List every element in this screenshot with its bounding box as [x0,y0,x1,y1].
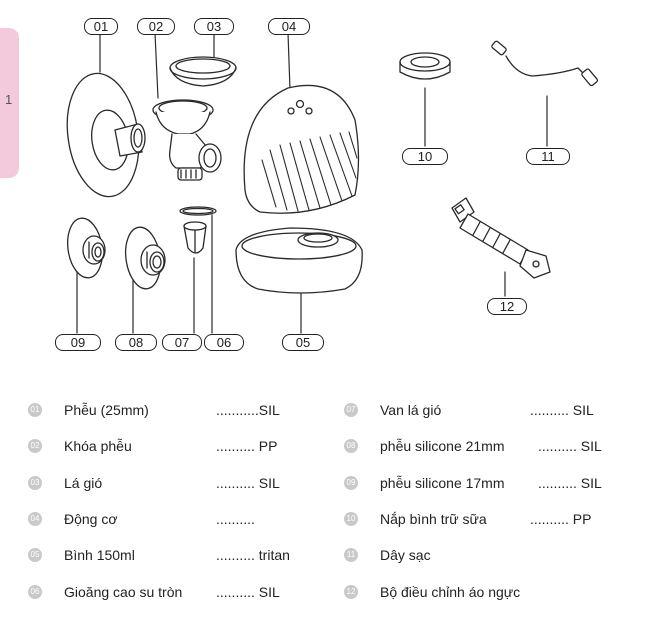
item-name: Gioăng cao su tròn [64,584,183,600]
part-12-bra-adjuster [451,197,551,279]
item-spec: .......... SIL [216,475,280,491]
item-name: Van lá gió [380,402,442,418]
callout-07: 07 [162,334,202,351]
part-04-motor [243,84,360,214]
callout-09: 09 [55,334,101,351]
item-spec: .......... SIL [530,402,594,418]
number-badge-icon: 12 [344,585,358,599]
legend-item: 02 Khóa phễu [28,435,132,457]
number-badge-icon: 06 [28,585,42,599]
part-11-charging-cable [491,40,599,87]
item-name: Lá gió [64,475,103,491]
part-07-valve [183,221,207,254]
item-spec: .......... SIL [538,475,602,491]
item-spec: .......... tritan [216,547,290,563]
item-name: Khóa phễu [64,438,132,454]
legend-item: 11 Dây sạc [344,544,431,566]
part-06-o-ring [179,206,217,216]
item-spec: .......... SIL [538,438,602,454]
number-badge-icon: 05 [28,548,42,562]
item-name: Dây sạc [380,547,431,563]
callout-05: 05 [282,334,324,351]
callout-02: 02 [137,18,175,35]
item-name: Bình 150ml [64,547,135,563]
item-spec: .......... PP [530,511,592,527]
item-name: phễu silicone 17mm [380,475,505,491]
page-section-number: 1 [5,92,13,107]
callout-08: 08 [115,334,157,351]
callout-12: 12 [487,298,527,315]
legend-item: 01 Phễu (25mm) [28,399,149,421]
item-spec: .......... PP [216,438,278,454]
number-badge-icon: 10 [344,512,358,526]
callout-03: 03 [194,18,234,35]
legend-item: 06 Gioăng cao su tròn [28,581,182,603]
item-name: Bộ điều chỉnh áo ngực [380,584,521,600]
part-01-funnel [66,72,146,198]
legend-item: 05 Bình 150ml [28,544,135,566]
part-10-storage-cap [399,52,451,80]
part-09-insert-17mm [67,217,106,279]
number-badge-icon: 07 [344,403,358,417]
part-03-diaphragm [169,56,237,87]
number-badge-icon: 08 [344,439,358,453]
parts-diagram [66,32,599,334]
item-name: Nắp bình trữ sữa [380,511,487,527]
legend-item: 12 Bộ điều chỉnh áo ngực [344,581,520,603]
callout-10: 10 [402,148,448,165]
number-badge-icon: 04 [28,512,42,526]
legend-item: 04 Động cơ [28,508,118,530]
part-02-connector [152,99,222,181]
callout-leaders [76,32,548,334]
legend-item: 03 Lá gió [28,472,102,494]
number-badge-icon: 09 [344,476,358,490]
page-section-tab: 1 [0,28,19,178]
item-name: phễu silicone 21mm [380,438,505,454]
callout-01: 01 [84,18,118,35]
legend-item: 10 Nắp bình trữ sữa [344,508,487,530]
item-spec: .......... SIL [216,584,280,600]
part-05-bottle [235,227,363,294]
legend-item: 09 phễu silicone 17mm [344,472,505,494]
number-badge-icon: 03 [28,476,42,490]
number-badge-icon: 01 [28,403,42,417]
callout-04: 04 [268,18,310,35]
item-name: Phễu (25mm) [64,402,149,418]
part-08-insert-21mm [124,226,166,290]
legend-item: 07 Van lá gió [344,399,441,421]
item-name: Động cơ [64,511,118,527]
item-spec: .......... [216,511,255,527]
number-badge-icon: 11 [344,548,358,562]
number-badge-icon: 02 [28,439,42,453]
callout-06: 06 [204,334,244,351]
callout-11: 11 [526,148,570,165]
item-spec: ...........SIL [216,402,280,418]
legend-item: 08 phễu silicone 21mm [344,435,505,457]
